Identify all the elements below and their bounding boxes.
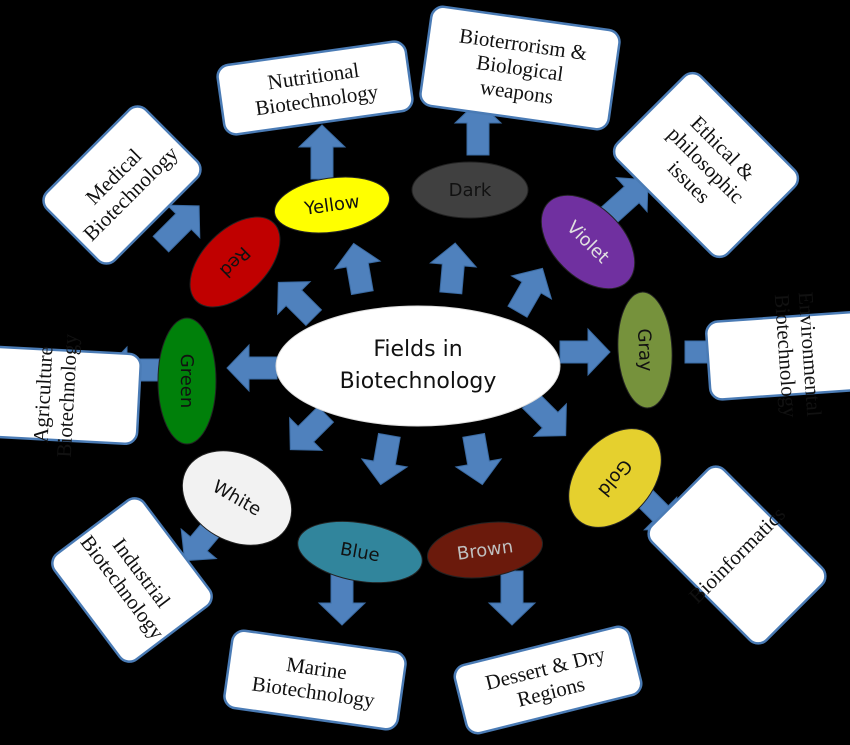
color-ellipse-shape	[540, 194, 636, 290]
inner-arrow-white	[289, 405, 335, 451]
field-boxes-layer: MedicalBiotechnologyNutritionalBiotechno…	[0, 5, 850, 735]
color-ellipse-white: White	[181, 450, 293, 546]
color-label-green: Green	[176, 354, 197, 409]
color-ellipse-shape	[189, 216, 281, 308]
color-ellipse-blue: Blue	[297, 520, 423, 584]
center-title-line-1: Fields in	[373, 337, 462, 362]
color-ellipse-gray: Gray	[617, 291, 673, 409]
outer-arrow-red	[152, 204, 201, 253]
outer-arrow-blue	[317, 570, 367, 626]
color-ellipse-shape	[568, 428, 662, 528]
inner-arrow-green	[226, 343, 278, 393]
color-ellipse-shape	[157, 317, 217, 445]
color-ellipse-shape	[411, 161, 529, 219]
field-box-frame	[42, 105, 202, 265]
color-ellipse-green: Green	[157, 317, 217, 445]
center-title-line-2: Biotechnology	[340, 369, 497, 394]
field-box-frame	[216, 40, 414, 136]
outer-arrow-brown	[487, 570, 537, 626]
inner-arrow-gold	[521, 391, 567, 437]
outer-arrow-yellow	[297, 124, 347, 180]
center-layer: Fields in Biotechnology	[275, 305, 561, 427]
color-label-gray: Gray	[633, 328, 656, 372]
color-ellipse-dark: Dark	[411, 161, 529, 219]
field-box-text-line: Agriculture	[28, 345, 57, 443]
field-box-frame	[612, 71, 800, 259]
field-box-frame	[419, 5, 621, 131]
color-ellipse-violet: Violet	[540, 194, 636, 290]
field-box-frame	[0, 345, 142, 445]
color-ellipse-shape	[426, 521, 544, 579]
inner-arrow-violet	[507, 267, 553, 318]
inner-arrow-red	[277, 281, 323, 327]
inner-arrow-brown	[454, 432, 503, 486]
color-ellipse-shape	[181, 450, 293, 546]
color-ellipse-yellow: Yellow	[273, 176, 391, 234]
center-ellipse	[275, 305, 561, 427]
color-ellipse-shape	[273, 176, 391, 234]
field-box-gold: Bioinformatics	[647, 465, 827, 645]
inner-arrow-gray	[559, 327, 611, 377]
color-ellipse-shape	[617, 291, 673, 409]
inner-arrow-blue	[360, 432, 409, 486]
color-ellipse-brown: Brown	[426, 521, 544, 579]
field-box-frame	[453, 625, 643, 735]
field-box-frame	[705, 309, 850, 401]
inner-arrow-yellow	[333, 242, 382, 296]
inner-arrow-dark	[429, 242, 478, 295]
field-box-frame	[51, 497, 213, 663]
color-label-dark: Dark	[449, 180, 492, 201]
outer-arrow-violet	[599, 176, 649, 225]
color-ellipse-shape	[297, 520, 423, 584]
color-ellipse-gold: Gold	[568, 428, 662, 528]
field-box-frame	[647, 465, 827, 645]
field-box-frame	[223, 629, 407, 731]
color-ellipse-red: Red	[189, 216, 281, 308]
